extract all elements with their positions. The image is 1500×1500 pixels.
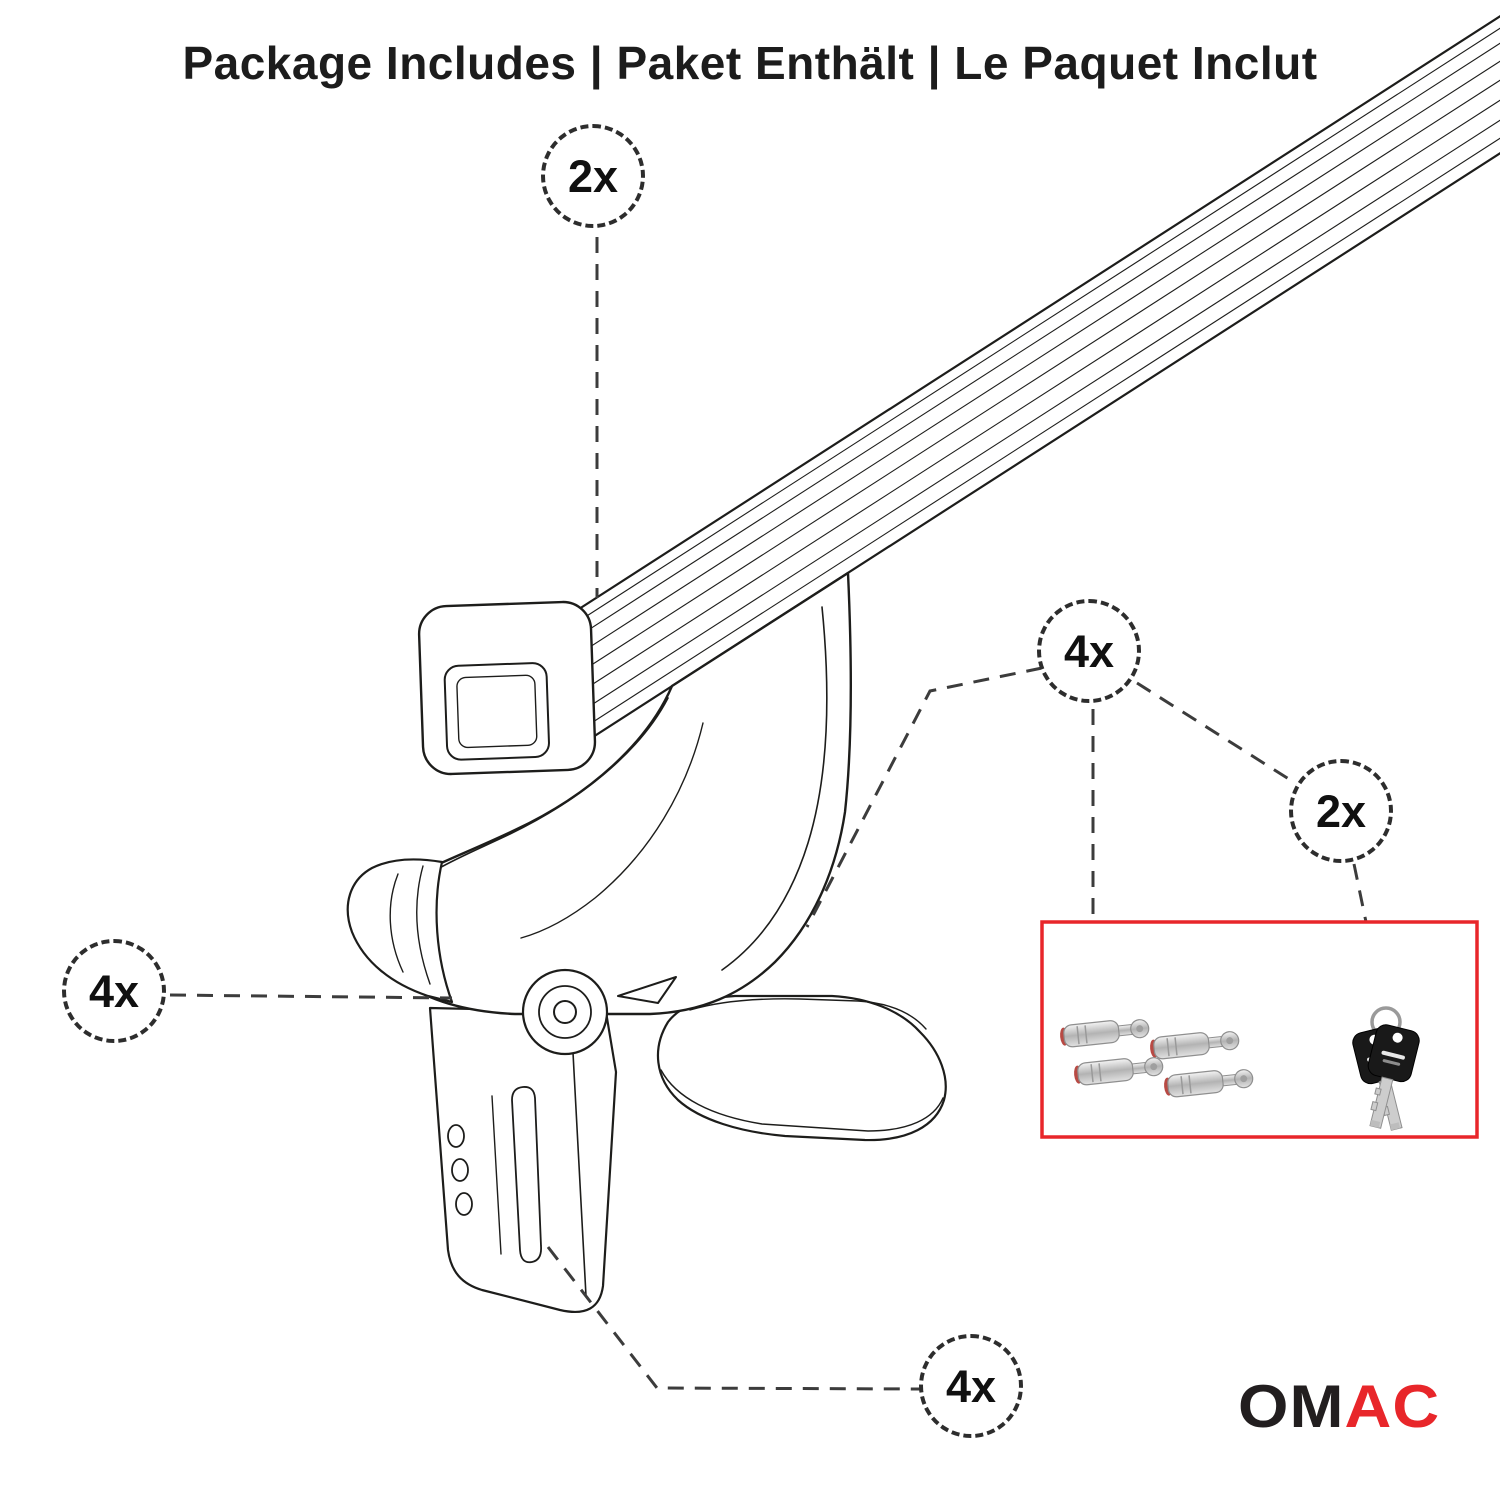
logo-text-right: AC — [1344, 1373, 1441, 1440]
clamp-bracket — [428, 1006, 618, 1314]
callout-label: 4x — [88, 965, 140, 1017]
callout-keys-qty: 2x — [1289, 759, 1393, 863]
callout-label: 2x — [1315, 785, 1367, 837]
foot-left-pad — [346, 858, 454, 1004]
included-hardware-box — [1040, 920, 1479, 1139]
clamp-hole — [447, 1124, 465, 1148]
callout-foot-qty: 4x — [62, 939, 166, 1043]
logo-text-left: OM — [1238, 1373, 1345, 1440]
clamp-hole — [455, 1192, 473, 1216]
callout-label: 4x — [1063, 625, 1115, 677]
omac-logo: OMAC — [1238, 1372, 1440, 1441]
callout-clamp-qty: 4x — [919, 1334, 1023, 1438]
page-title: Package Includes | Paket Enthält | Le Pa… — [182, 37, 1318, 89]
end-cap — [417, 600, 597, 776]
leader-foot — [169, 993, 453, 1000]
spring-clip-detail — [617, 976, 677, 1004]
leader-locks-to-foot — [805, 666, 1043, 928]
callout-label: 4x — [945, 1360, 997, 1412]
callout-locks-qty: 4x — [1037, 599, 1141, 703]
mounting-foot-illustration — [346, 571, 947, 1314]
clamp-hole — [451, 1158, 469, 1182]
leader-locks-to-keys — [1136, 681, 1304, 790]
crossbar-illustration — [563, 15, 1500, 758]
foot-tower — [371, 571, 852, 1016]
base-pad — [656, 994, 947, 1142]
bolt-hole — [521, 968, 609, 1056]
leader-clamp — [546, 1246, 922, 1391]
callout-crossbar-qty: 2x — [541, 124, 645, 228]
callout-label: 2x — [567, 150, 619, 202]
keys-photo — [1350, 1006, 1422, 1135]
